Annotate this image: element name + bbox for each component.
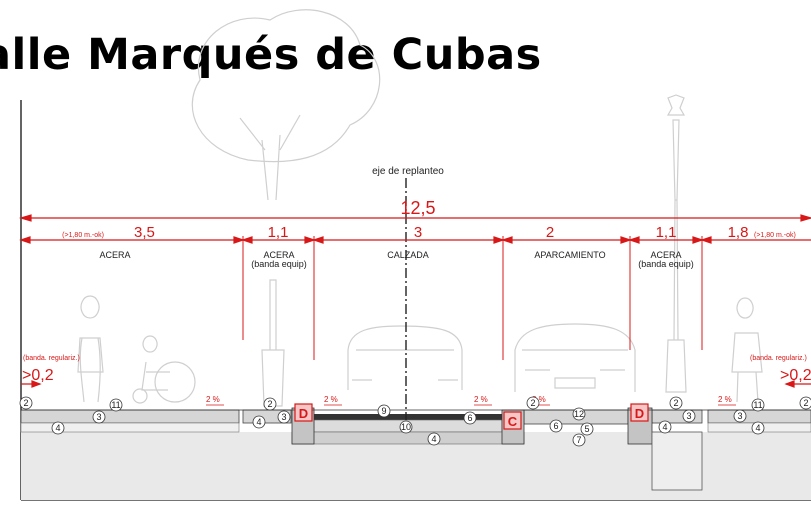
slope-label: 2 % bbox=[718, 395, 732, 404]
segment-value: 1,8 bbox=[728, 224, 749, 241]
callout-number: 7 bbox=[576, 435, 581, 445]
car-rear-sketch bbox=[514, 323, 636, 392]
slope-labels: 2 % 2 % 2 % 2 % 2 % bbox=[206, 395, 732, 404]
tree-sketch bbox=[191, 9, 381, 163]
road-subbase bbox=[291, 431, 525, 445]
callout-number: 11 bbox=[111, 400, 120, 410]
segment-value: 3,5 bbox=[134, 224, 155, 241]
callout-number: 2 bbox=[803, 398, 808, 408]
segment-value: 2 bbox=[546, 224, 554, 241]
background-sketches bbox=[77, 9, 763, 407]
left-edge-note: (banda. regulariz.) bbox=[23, 355, 80, 362]
edge-notes: (banda. regulariz.) >0,2 (banda. regular… bbox=[22, 355, 811, 384]
wheelchair-sketch bbox=[154, 361, 196, 403]
right-edge-value: >0,2 bbox=[780, 367, 811, 384]
segment-values: (>1,80 m.-ok) 3,5 1,1 3 2 1,1 1,8 (>1,80… bbox=[62, 224, 796, 241]
left-edge-value: >0,2 bbox=[22, 367, 54, 384]
callout-number: 4 bbox=[256, 417, 261, 427]
callout-number: 9 bbox=[381, 406, 386, 416]
segment-names: ACERA ACERA (banda equip) CALZADA APARCA… bbox=[99, 250, 693, 269]
segment-note: (>1,80 m.-ok) bbox=[754, 232, 796, 239]
curb-marker: D bbox=[299, 406, 308, 421]
callout-number: 3 bbox=[686, 411, 691, 421]
segment-name: ACERA bbox=[99, 250, 130, 260]
segment-name: ACERA bbox=[263, 250, 294, 260]
right-sidewalk-slab bbox=[707, 409, 811, 424]
dimensions bbox=[18, 214, 811, 388]
callout-number: 10 bbox=[401, 422, 411, 432]
lamp-foundation bbox=[651, 431, 703, 491]
callout-number: 12 bbox=[574, 409, 584, 419]
segment-sub: (banda equip) bbox=[251, 259, 307, 269]
callout-number: 3 bbox=[96, 412, 101, 422]
segment-sub: (banda equip) bbox=[638, 259, 694, 269]
callout-number: 2 bbox=[23, 398, 28, 408]
callout-number: 2 bbox=[267, 399, 272, 409]
total-width-value: 12,5 bbox=[400, 198, 435, 218]
page-title: alle Marqués de Cubas bbox=[0, 30, 542, 80]
slope-label: 2 % bbox=[324, 395, 338, 404]
pedestrian-right-sketch bbox=[731, 297, 763, 403]
axis-label: eje de replanteo bbox=[372, 166, 444, 177]
road-surface bbox=[314, 414, 502, 420]
curb-marker: D bbox=[635, 406, 644, 421]
callout-number: 6 bbox=[553, 421, 558, 431]
slope-label: 2 % bbox=[532, 395, 546, 404]
slope-label: 2 % bbox=[206, 395, 220, 404]
car-front-sketch bbox=[347, 325, 463, 390]
segment-name: ACERA bbox=[650, 250, 681, 260]
segment-name: CALZADA bbox=[387, 250, 429, 260]
left-sidewalk-slab bbox=[20, 409, 240, 424]
curb-marker: C bbox=[508, 414, 518, 429]
callout-number: 2 bbox=[673, 398, 678, 408]
callout-number: 3 bbox=[737, 411, 742, 421]
left-sidewalk-base bbox=[20, 422, 240, 433]
segment-name: APARCAMIENTO bbox=[534, 250, 605, 260]
right-edge-note: (banda. regulariz.) bbox=[750, 355, 807, 362]
pedestrian-sketch bbox=[77, 295, 104, 403]
callout-number: 4 bbox=[662, 422, 667, 432]
callout-number: 4 bbox=[755, 423, 760, 433]
segment-value: 1,1 bbox=[656, 224, 677, 241]
segment-note: (>1,80 m.-ok) bbox=[62, 232, 104, 239]
lamppost-sketch bbox=[665, 94, 687, 393]
curb-markers: D C D bbox=[294, 403, 649, 430]
numbered-callouts: 2 11 3 4 2 3 4 9 6 10 4 2 12 6 5 7 2 3 4… bbox=[19, 396, 811, 447]
callout-number: 11 bbox=[753, 400, 762, 410]
ground-layers bbox=[20, 407, 811, 500]
callout-number: 6 bbox=[467, 413, 472, 423]
slope-label: 2 % bbox=[474, 395, 488, 404]
segment-value: 3 bbox=[414, 224, 422, 241]
callout-number: 2 bbox=[530, 398, 535, 408]
callout-number: 5 bbox=[584, 424, 589, 434]
callout-number: 4 bbox=[431, 434, 436, 444]
callout-number: 4 bbox=[55, 423, 60, 433]
segment-value: 1,1 bbox=[268, 224, 289, 241]
callout-number: 3 bbox=[281, 412, 286, 422]
